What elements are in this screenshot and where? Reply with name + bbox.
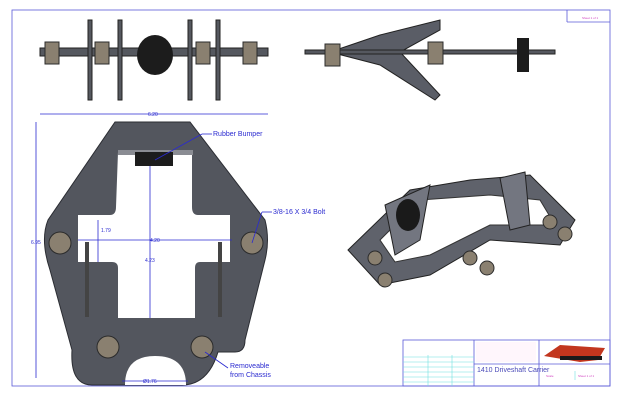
- isometric-view: [347, 171, 576, 288]
- callout-from-chassis: from Chassis: [230, 372, 271, 379]
- chassis-cutout: [125, 356, 186, 385]
- rubber-bumper: [517, 38, 529, 72]
- rubber-bumper: [396, 199, 420, 231]
- dim-width: 6.20: [148, 112, 158, 118]
- carrier-window: [78, 152, 230, 318]
- bolt: [462, 250, 478, 266]
- callout-removeable: Removeable: [230, 363, 269, 370]
- front-view: [44, 121, 268, 386]
- callout-bolt: 3/8-16 X 3/4 Bolt: [273, 209, 325, 216]
- side-view-right: [304, 19, 556, 101]
- scale-label: Scale: [546, 374, 554, 378]
- dim-height: 6.95: [31, 240, 41, 246]
- rubber-bumper: [137, 35, 173, 75]
- sheet-label-top: Sheet 1 of 1: [582, 16, 599, 20]
- bolt: [542, 214, 558, 230]
- dimensions: 6.20 6.95 4.20 4.23 1.79 Ø1.76: [31, 112, 268, 385]
- sheet-label: Sheet 1 of 1: [578, 374, 595, 378]
- top-view-left: [39, 19, 269, 101]
- bolt: [557, 226, 573, 242]
- callouts: Rubber Bumper 3/8-16 X 3/4 Bolt Removeab…: [154, 131, 325, 379]
- bolt: [427, 41, 444, 65]
- sheet-border: [11, 9, 611, 387]
- bolt: [96, 335, 120, 359]
- rubber-bumper: [135, 152, 173, 166]
- bolt: [190, 335, 214, 359]
- company-logo: [544, 345, 605, 362]
- bolt: [367, 250, 383, 266]
- dim-diameter: Ø1.76: [143, 379, 157, 385]
- bolt: [377, 272, 393, 288]
- bolt: [479, 260, 495, 276]
- dim-center-height: 4.23: [145, 258, 155, 264]
- bolt: [324, 43, 341, 67]
- dim-cutout-height: 1.79: [101, 228, 111, 234]
- dim-bolt-spacing: 4.20: [150, 238, 160, 244]
- drawing-title: 1410 Driveshaft Carrier: [477, 367, 550, 374]
- callout-rubber-bumper: Rubber Bumper: [213, 131, 263, 138]
- title-block: 1410 Driveshaft Carrier Scale Sheet 1 of…: [402, 16, 611, 387]
- bolt: [48, 231, 72, 255]
